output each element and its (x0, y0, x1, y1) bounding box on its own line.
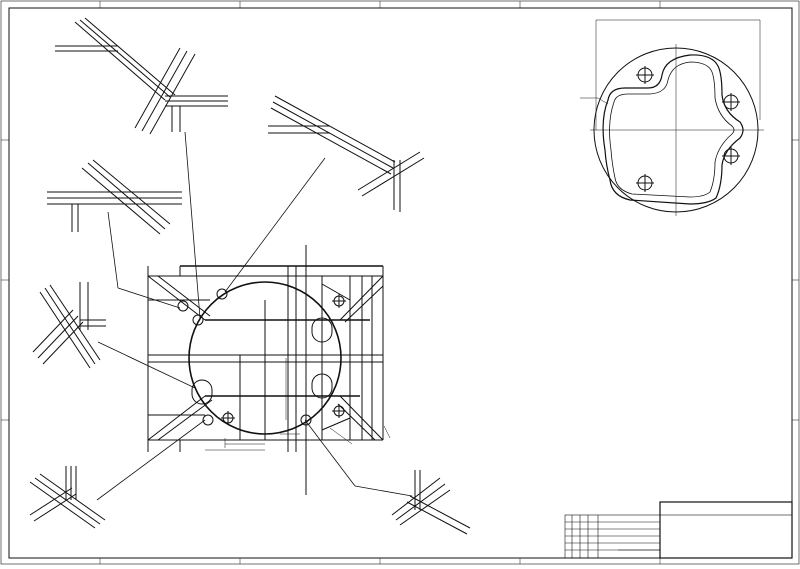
main-assembly-view (147, 245, 391, 495)
weld-detail-top-center (268, 95, 425, 212)
weld-detail-bottom-right (391, 470, 471, 535)
weld-detail-mid-left (47, 159, 182, 235)
leader-lines (96, 131, 413, 501)
weld-detail-bottom-left (29, 466, 106, 529)
weld-detail-left (32, 282, 106, 369)
top-view-plate (580, 19, 764, 216)
weld-detail-top-left (55, 17, 228, 135)
title-block (564, 501, 793, 559)
